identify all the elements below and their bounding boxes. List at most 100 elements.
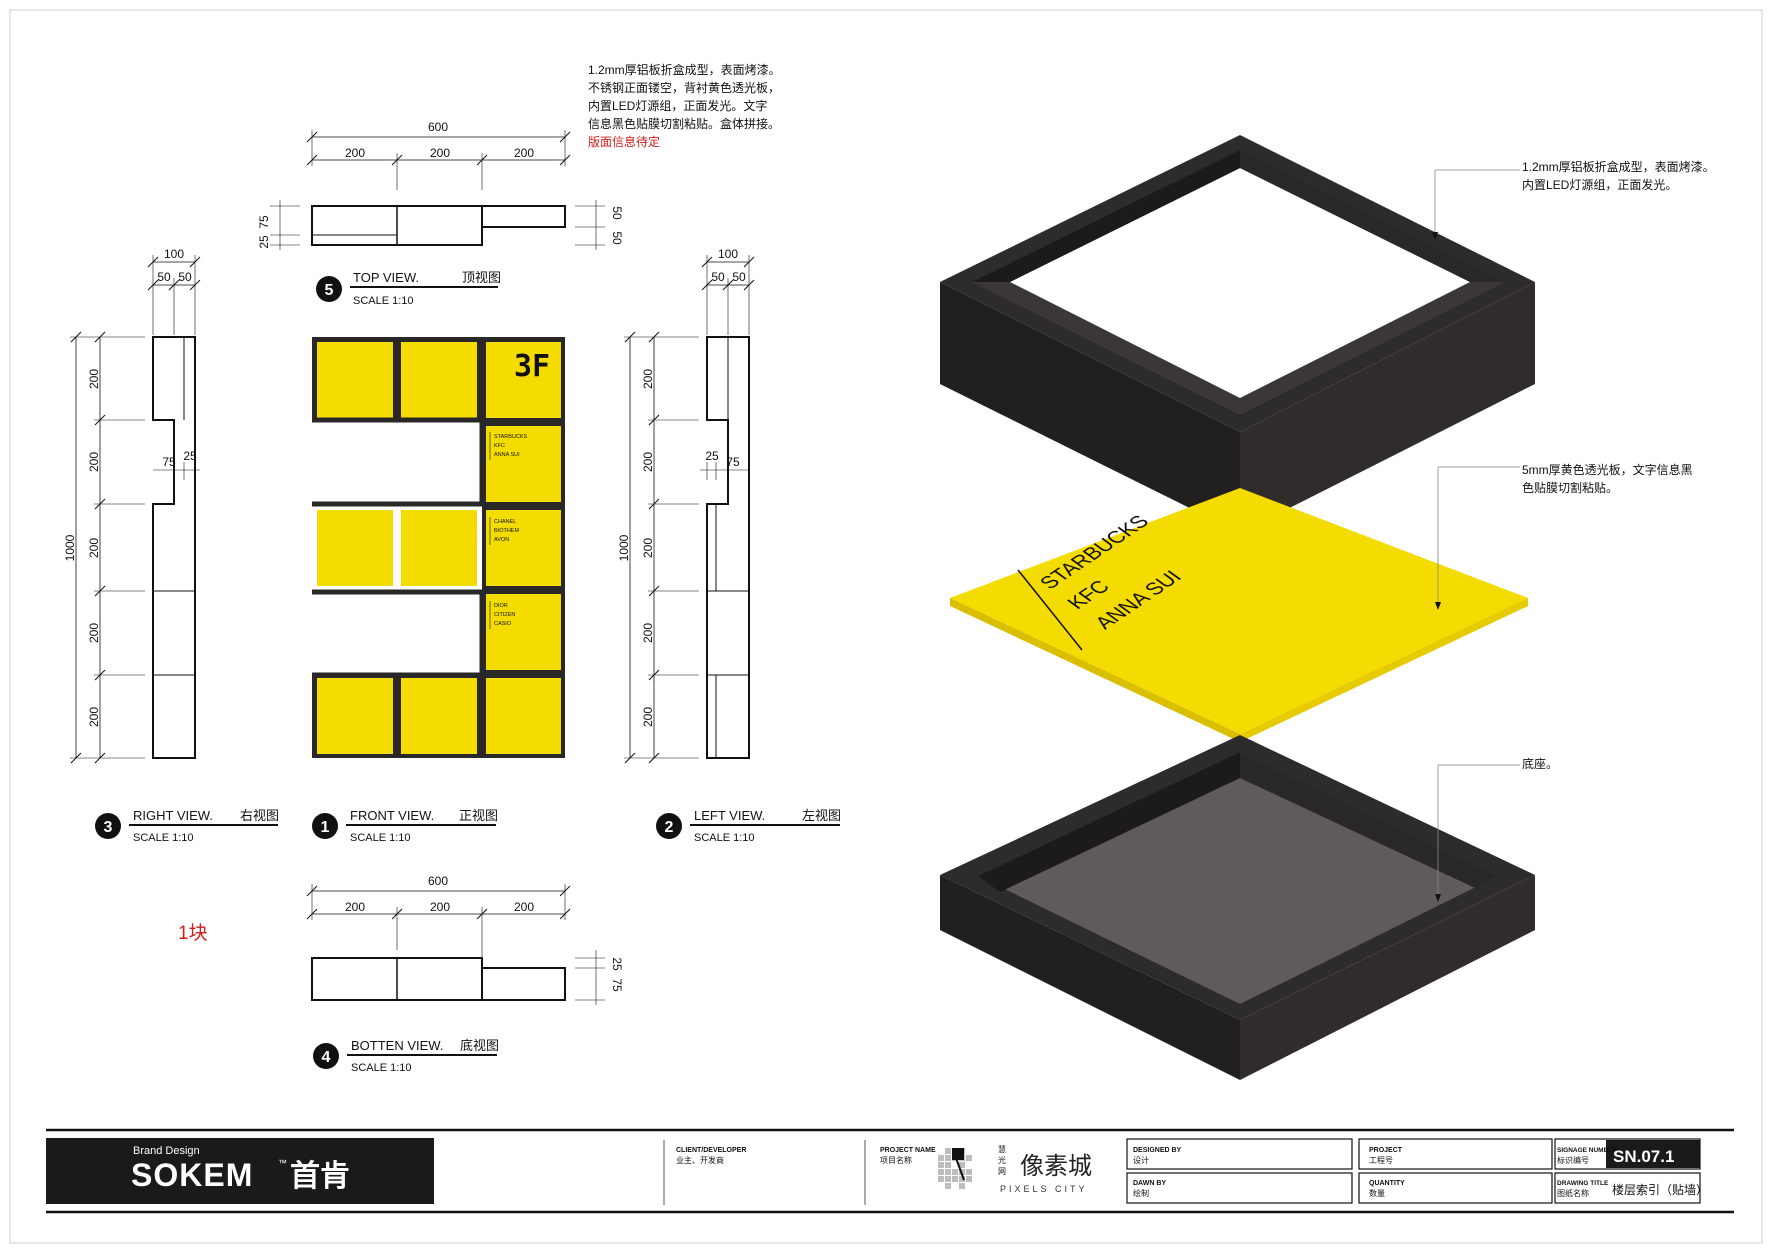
iso-panel: STARBUCKS KFC ANNA SUI (950, 488, 1528, 742)
project-label-cn: 工程号 (1369, 1156, 1393, 1165)
label-right-view: 3 RIGHT VIEW. 右视图 SCALE 1:10 (95, 808, 279, 844)
brand-logo: Brand Design SOKEM ™ 首肯 (46, 1138, 434, 1204)
note-base: 底座。 (1522, 756, 1558, 771)
dim-top-75: 75 (257, 215, 271, 229)
leader-lines (1434, 169, 1520, 898)
logo-small-char: 光 (998, 1155, 1006, 1165)
iso-base (940, 735, 1535, 1080)
directory-entry: CASIO (494, 621, 512, 627)
dim-left-half-b: 50 (732, 270, 746, 284)
drawing-label: DRAWING TITLE (1557, 1180, 1609, 1187)
directory-entry: ANNA SUI (494, 452, 520, 458)
directory-panel-2: CHANEL BIOTHEM AVON (489, 517, 519, 545)
directory-entry: STARBUCKS (494, 434, 528, 440)
dim-right-depth: 100 (164, 247, 184, 261)
dim-right-half-a: 50 (157, 270, 171, 284)
directory-entry: KFC (494, 443, 505, 449)
dim-left-seg-4: 200 (641, 623, 655, 643)
client-label: CLIENT/DEVELOPER (676, 1147, 746, 1154)
dim-left-seg-2: 200 (641, 452, 655, 472)
dim-left-75: 75 (726, 455, 740, 469)
note-panel-line-2: 色贴膜切割粘贴。 (1522, 480, 1618, 495)
directory-entry: BIOTHEM (494, 528, 519, 534)
drawn-label-cn: 绘制 (1133, 1188, 1149, 1198)
brand-name-cn: 首肯 (290, 1159, 350, 1194)
project-name-label: PROJECT NAME (880, 1147, 936, 1154)
dim-right-seg-2: 200 (87, 452, 101, 472)
drawing-title: 楼层索引（贴墙） (1612, 1182, 1708, 1197)
dim-bottom-75: 75 (610, 978, 624, 992)
brand-name: SOKEM (131, 1157, 253, 1193)
view-scale: SCALE 1:10 (350, 832, 411, 844)
dim-top-seg-1: 200 (345, 146, 365, 160)
dim-left-seg-3: 200 (641, 538, 655, 558)
designed-label: DESIGNED BY (1133, 1147, 1182, 1154)
dim-right-75: 75 (162, 455, 176, 469)
right-view (70, 255, 201, 764)
view-title: TOP VIEW. (353, 270, 419, 285)
view-scale: SCALE 1:10 (694, 832, 755, 844)
signage-number: SN.07.1 (1613, 1147, 1674, 1166)
note-top: 1.2mm厚铝板折盒成型，表面烤漆。 不锈钢正面镂空，背衬黄色透光板， 内置LE… (588, 62, 781, 149)
dim-right-total: 1000 (63, 534, 77, 561)
designed-label-cn: 设计 (1133, 1155, 1149, 1165)
directory-entry: CITIZEN (494, 612, 515, 618)
bottom-view (306, 884, 605, 1005)
floor-number: 3F (514, 349, 550, 384)
dim-top-seg-3: 200 (514, 146, 534, 160)
view-scale: SCALE 1:10 (353, 295, 414, 307)
quantity-label: QUANTITY (1369, 1180, 1405, 1187)
dim-top-total: 600 (428, 120, 448, 134)
view-title: BOTTEN VIEW. (351, 1038, 443, 1053)
drawn-label: DAWN BY (1133, 1180, 1166, 1187)
dim-right-25: 25 (183, 449, 197, 463)
front-view (312, 337, 565, 758)
view-number: 5 (325, 282, 334, 299)
dim-right-seg-3: 200 (87, 538, 101, 558)
iso-frame-top (940, 135, 1535, 533)
dim-left-total: 1000 (617, 534, 631, 561)
dim-left-25: 25 (705, 449, 719, 463)
dim-right-seg-1: 200 (87, 369, 101, 389)
view-title-cn: 底视图 (460, 1038, 499, 1053)
label-top-view: 5 TOP VIEW. 顶视图 SCALE 1:10 (316, 270, 501, 307)
brand-trademark: ™ (278, 1158, 287, 1168)
dim-right-half-b: 50 (178, 270, 192, 284)
view-number: 2 (665, 819, 674, 836)
note-panel: 5mm厚黄色透光板，文字信息黑 色贴膜切割粘贴。 (1522, 462, 1693, 495)
view-title: FRONT VIEW. (350, 808, 434, 823)
logo-small-char: 网 (998, 1167, 1006, 1176)
note-top-line-1: 1.2mm厚铝板折盒成型，表面烤漆。 (588, 62, 781, 77)
quantity-note: 1块 (178, 922, 208, 944)
pixels-city-logo: 慧 光 网 像素城 PIXELS CITY (938, 1144, 1092, 1194)
view-scale: SCALE 1:10 (133, 832, 194, 844)
sheet-border (9, 9, 1763, 1244)
view-title-cn: 左视图 (802, 808, 841, 823)
view-title-cn: 顶视图 (462, 270, 501, 285)
label-left-view: 2 LEFT VIEW. 左视图 SCALE 1:10 (656, 808, 841, 844)
dim-left-seg-5: 200 (641, 707, 655, 727)
logo-small-char: 慧 (998, 1144, 1006, 1154)
view-title-cn: 正视图 (459, 808, 498, 823)
label-front-view: 1 FRONT VIEW. 正视图 SCALE 1:10 (312, 808, 498, 844)
note-top-line-3: 内置LED灯源组，正面发光。文字 (588, 98, 767, 113)
note-top-line-4: 信息黑色贴膜切割粘贴。盒体拼接。 (588, 116, 780, 131)
left-view (624, 255, 755, 764)
dim-bottom-seg-1: 200 (345, 900, 365, 914)
logo-name-cn: 像素城 (1020, 1152, 1092, 1180)
dim-left-depth: 100 (718, 247, 738, 261)
dim-top-25: 25 (257, 235, 271, 249)
view-title-cn: 右视图 (240, 808, 279, 823)
note-top-line-2: 不锈钢正面镂空，背衬黄色透光板， (588, 81, 780, 95)
directory-entry: DIOR (494, 603, 508, 609)
dim-bottom-25: 25 (610, 957, 624, 971)
signage-number-box (1606, 1140, 1700, 1168)
dim-top-50b: 50 (610, 231, 624, 245)
dim-right-seg-4: 200 (87, 623, 101, 643)
dim-top-seg-2: 200 (430, 146, 450, 160)
dim-right-seg-5: 200 (87, 707, 101, 727)
project-name-label-cn: 项目名称 (880, 1155, 912, 1165)
directory-entry: AVON (494, 537, 509, 543)
